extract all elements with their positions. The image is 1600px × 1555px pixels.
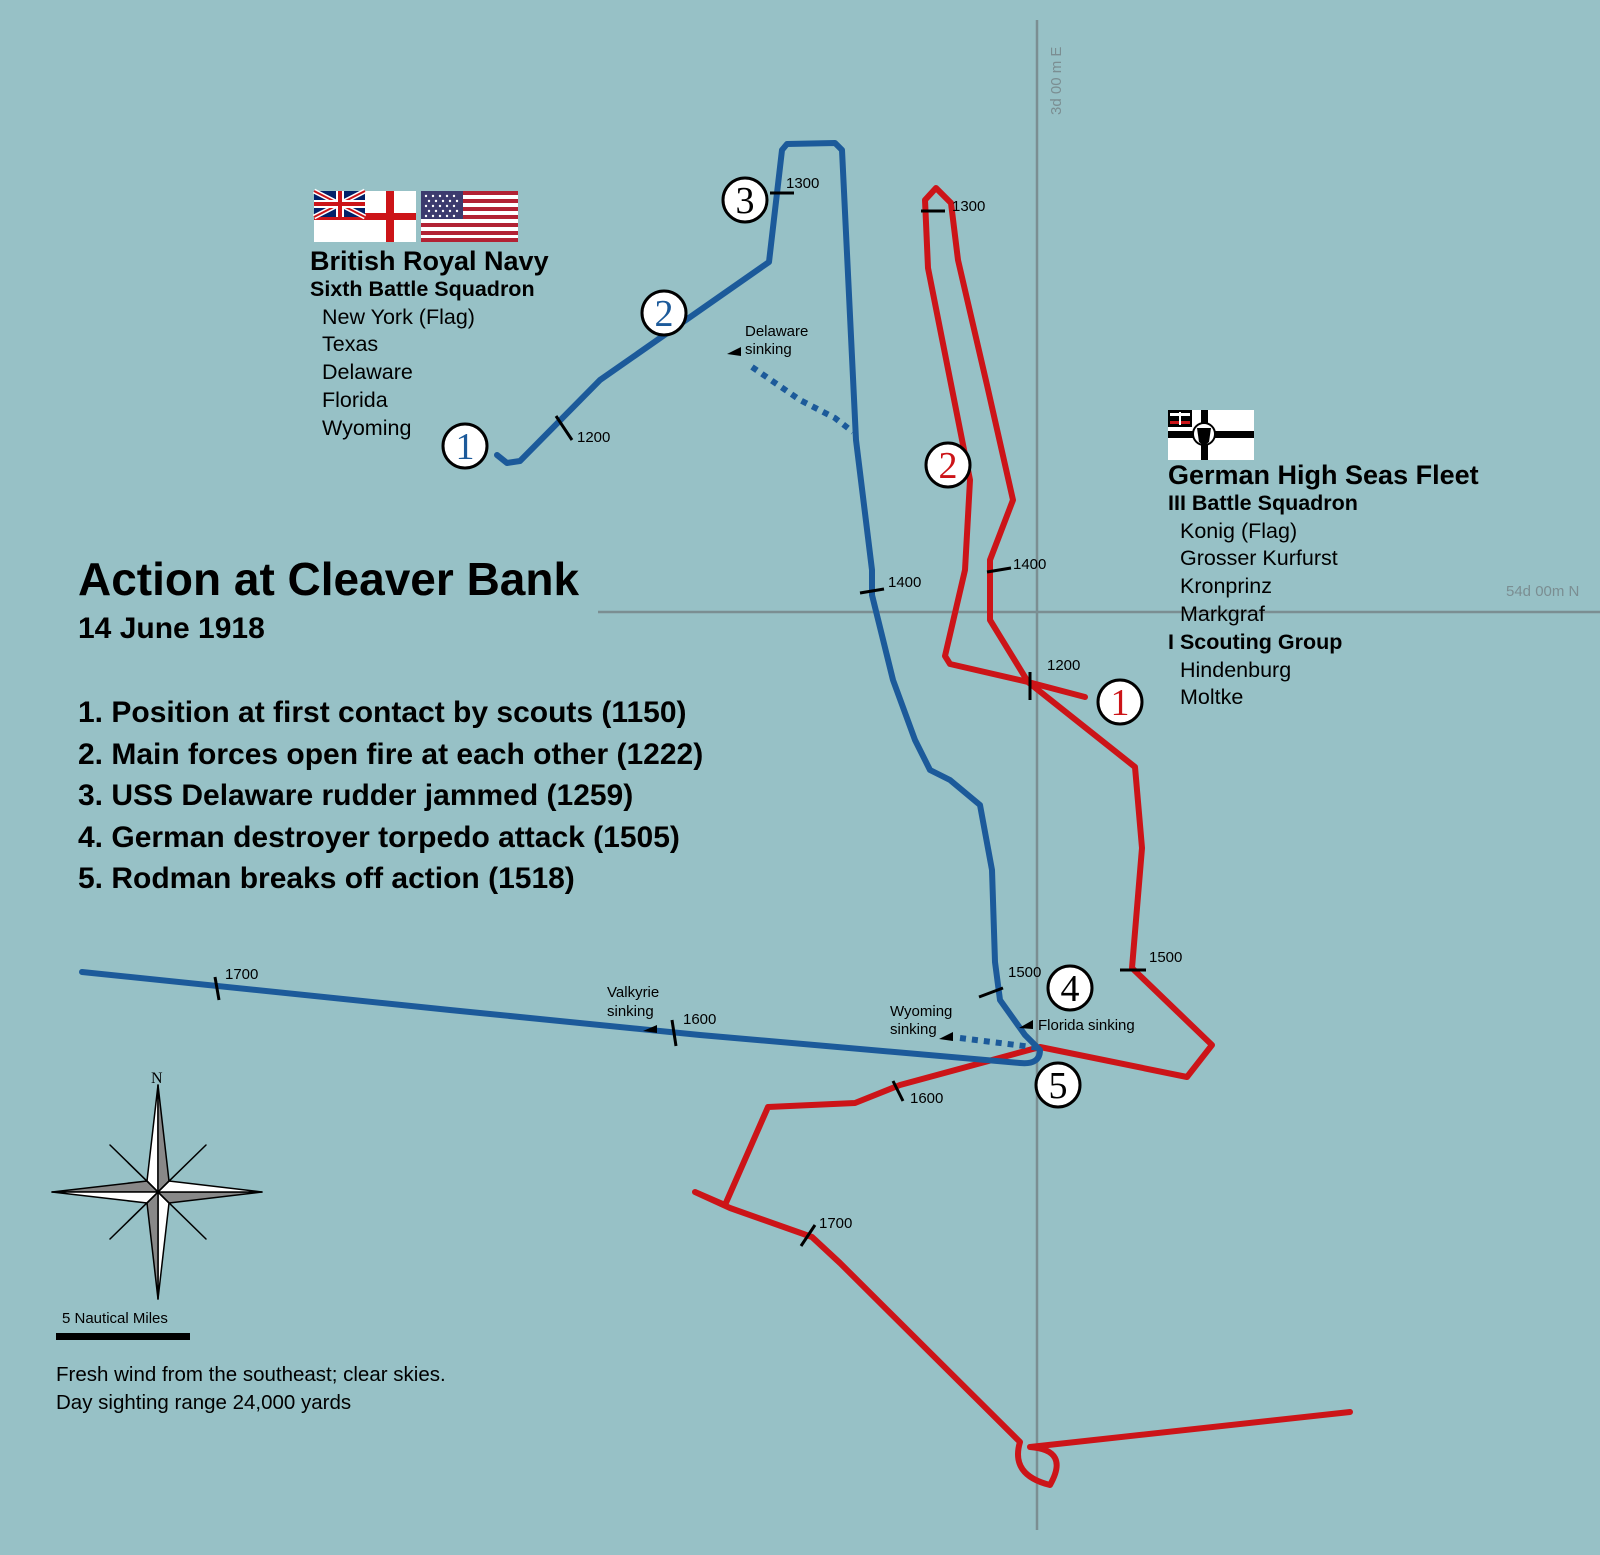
allied-time-1500: 1500 — [1008, 964, 1041, 981]
allied-track — [79, 140, 1043, 1067]
sinking-arrows — [643, 347, 1033, 1041]
legend-item: 3. USS Delaware rudder jammed (1259) — [78, 779, 634, 812]
valkyrie-sinking-label-1: Valkyrie — [607, 984, 659, 1001]
weather-line: Day sighting range 24,000 yards — [56, 1391, 352, 1414]
german-time-1200: 1200 — [1047, 657, 1080, 674]
scale-bar — [56, 1333, 190, 1340]
allied-ship: Texas — [322, 332, 379, 357]
allied-ship: New York (Flag) — [322, 304, 475, 329]
german-time-1300: 1300 — [952, 198, 985, 215]
scale-label: 5 Nautical Miles — [62, 1310, 168, 1327]
allied-fleet-name: British Royal Navy — [310, 246, 549, 276]
allied-ship: Florida — [322, 387, 388, 412]
legend-item: 1. Position at first contact by scouts (… — [78, 696, 687, 729]
delaware-sinking-track — [750, 364, 855, 435]
svg-text:3: 3 — [736, 180, 755, 222]
legend-item: 5. Rodman breaks off action (1518) — [78, 862, 575, 895]
german-ship: Kronprinz — [1180, 574, 1273, 599]
german-time-1500: 1500 — [1149, 949, 1182, 966]
parallel-label: 54d 00m N — [1506, 583, 1579, 600]
german-ship: Konig (Flag) — [1180, 518, 1298, 543]
allied-time-1700: 1700 — [225, 966, 258, 983]
allied-squadron-name: Sixth Battle Squadron — [310, 276, 535, 301]
event-legend: 1. Position at first contact by scouts (… — [78, 692, 703, 900]
allied-order-of-battle: British Royal Navy Sixth Battle Squadron… — [310, 246, 549, 443]
compass-north-label: N — [151, 1070, 163, 1087]
allied-ship: Wyoming — [322, 415, 412, 440]
legend-item: 2. Main forces open fire at each other (… — [78, 737, 704, 771]
allied-time-1600: 1600 — [683, 1011, 716, 1028]
german-time-1400: 1400 — [1013, 556, 1046, 573]
allied-marker-3: 3 — [721, 176, 769, 224]
german-time-1700: 1700 — [819, 1215, 852, 1232]
meridian-label: 3d 00 m E — [1048, 47, 1065, 115]
wyoming-sinking-label-1: Wyoming — [890, 1003, 952, 1020]
svg-text:1: 1 — [456, 426, 475, 468]
delaware-sinking-label-1: Delaware — [745, 323, 808, 340]
svg-text:2: 2 — [939, 445, 958, 487]
german-time-1600: 1600 — [910, 1090, 943, 1107]
weather-note: Fresh wind from the southeast; clear ski… — [56, 1361, 446, 1417]
allied-time-1300: 1300 — [786, 175, 819, 192]
map-date: 14 June 1918 — [78, 612, 265, 645]
allied-marker-1: 1 — [441, 422, 489, 470]
german-fleet-name: German High Seas Fleet — [1168, 460, 1479, 490]
allied-time-1400: 1400 — [888, 574, 921, 591]
german-war-ensign-flag — [1168, 410, 1254, 460]
wyoming-sinking-label-2: sinking — [890, 1021, 937, 1038]
svg-text:5: 5 — [1049, 1065, 1068, 1107]
german-track — [692, 185, 1353, 1488]
delaware-sinking-label-2: sinking — [745, 341, 792, 358]
german-marker-1: 1 — [1096, 678, 1144, 726]
legend-item: 4. German destroyer torpedo attack (1505… — [78, 820, 680, 854]
common-marker-5: 5 — [1034, 1061, 1082, 1109]
german-squadron-name: III Battle Squadron — [1168, 490, 1358, 515]
allied-marker-2: 2 — [640, 289, 688, 337]
german-order-of-battle: German High Seas Fleet III Battle Squadr… — [1168, 460, 1479, 712]
wyoming-sinking-track — [959, 1035, 1041, 1051]
german-scout-ship: Hindenburg — [1180, 657, 1292, 682]
german-ship: Markgraf — [1180, 601, 1265, 626]
common-marker-4: 4 — [1046, 964, 1094, 1012]
svg-text:1: 1 — [1111, 682, 1130, 724]
svg-text:2: 2 — [655, 293, 674, 335]
allied-ship: Delaware — [322, 360, 413, 385]
florida-sinking-label: Florida sinking — [1038, 1017, 1135, 1034]
compass-rose: N — [51, 1070, 263, 1300]
time-ticks — [213, 191, 1146, 1247]
german-marker-2: 2 — [924, 441, 972, 489]
weather-line: Fresh wind from the southeast; clear ski… — [56, 1363, 446, 1386]
valkyrie-sinking-label-2: sinking — [607, 1003, 654, 1020]
svg-text:4: 4 — [1061, 968, 1080, 1010]
map-title: Action at Cleaver Bank — [78, 553, 580, 605]
us-flag — [421, 191, 518, 242]
german-scouting-group-name: I Scouting Group — [1168, 629, 1343, 654]
white-ensign-flag — [312, 188, 416, 242]
allied-time-1200: 1200 — [577, 429, 610, 446]
german-scout-ship: Moltke — [1180, 685, 1244, 710]
german-ship: Grosser Kurfurst — [1180, 546, 1338, 571]
